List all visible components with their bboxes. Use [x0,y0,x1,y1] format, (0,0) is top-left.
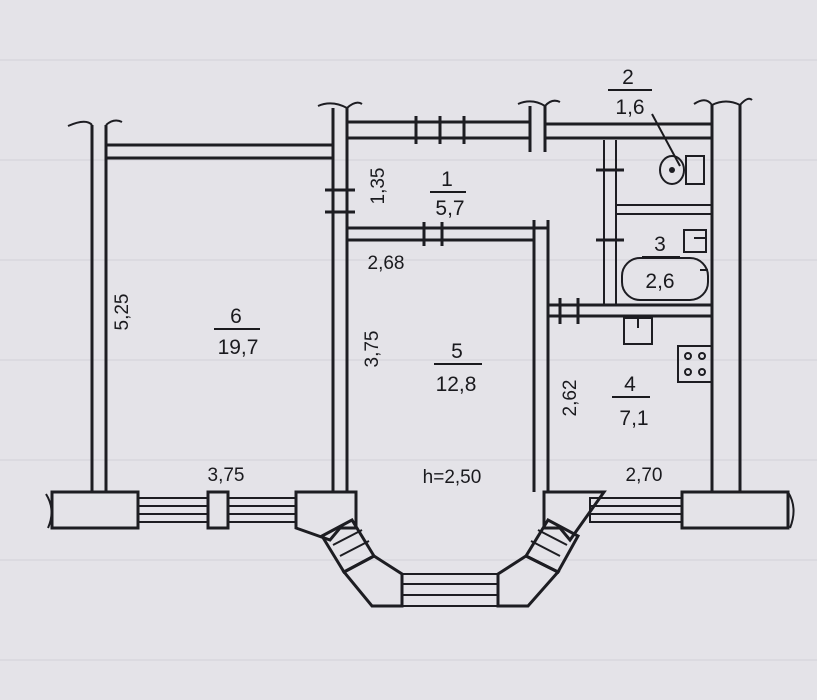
dim-room5-width: 2,68 [368,253,405,274]
svg-text:5: 5 [451,340,463,363]
room-2-leader [651,113,681,167]
svg-text:1,6: 1,6 [615,96,644,119]
room-label-3: 3 2,6 [642,233,680,293]
room-label-4: 4 7,1 [612,373,650,430]
walls [67,97,753,492]
doors [325,116,624,324]
room-label-6: 6 19,7 [214,305,260,359]
sink-icon [683,229,707,253]
svg-text:5,7: 5,7 [435,197,464,220]
room-label-2: 2 1,6 [608,66,652,119]
ceiling-height-label: h=2,50 [423,467,482,488]
stove-icon [677,345,713,383]
svg-text:1: 1 [441,168,453,191]
dim-room4-depth: 2,62 [560,380,581,417]
dim-room6-height: 5,25 [112,294,133,331]
room-label-1: 1 5,7 [430,168,466,220]
svg-text:6: 6 [230,305,242,328]
dim-room5-depth: 3,75 [362,331,383,368]
dim-corridor-depth: 1,35 [368,168,389,205]
paper-grid [0,59,817,661]
dim-room4-width: 2,70 [626,465,663,486]
toilet-icon [659,155,705,185]
svg-text:3: 3 [654,233,666,256]
svg-text:2,6: 2,6 [645,270,674,293]
svg-text:7,1: 7,1 [619,407,648,430]
fixtures [621,155,713,383]
svg-text:19,7: 19,7 [218,336,259,359]
facade [45,490,795,608]
svg-text:2: 2 [622,66,634,89]
room-label-5: 5 12,8 [434,340,482,396]
svg-text:4: 4 [624,373,636,396]
svg-text:12,8: 12,8 [436,373,477,396]
kitchen-sink-icon [623,317,653,345]
dim-room6-width: 3,75 [208,465,245,486]
